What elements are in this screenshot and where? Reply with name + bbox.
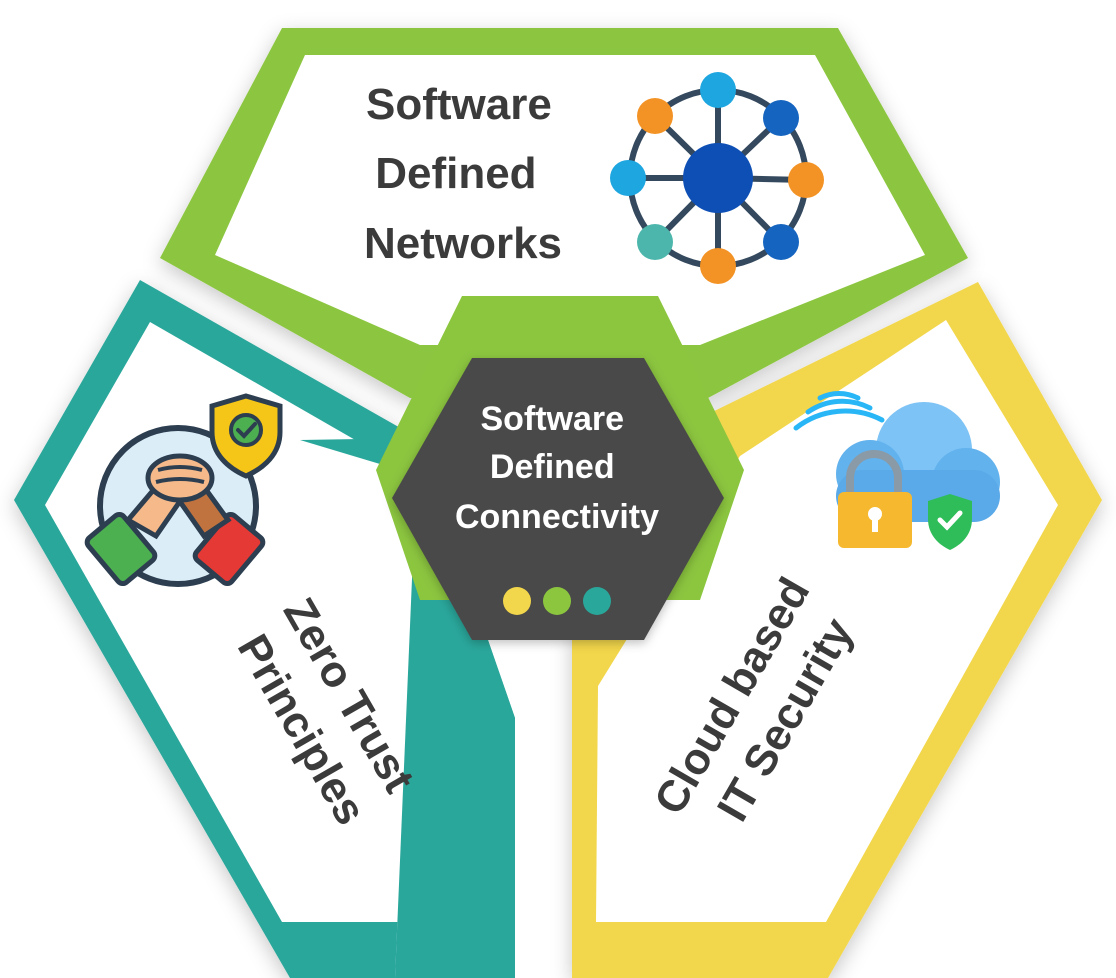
- center-line-3: Connectivity: [455, 498, 659, 536]
- segment-top-line-3: Networks: [364, 219, 562, 268]
- segment-left-inner-edge: [300, 438, 515, 720]
- segment-top-line-2: Defined: [375, 149, 536, 198]
- center-dot-yellow: [503, 587, 531, 615]
- segment-top-line-1: Software: [366, 80, 552, 129]
- center-line-1: Software: [480, 400, 624, 438]
- handshake-shield-icon: [84, 393, 283, 587]
- center-dot-green: [543, 587, 571, 615]
- center-line-2: Defined: [490, 448, 615, 486]
- segment-top-label: Software Defined Networks: [364, 80, 564, 268]
- segment-cloud-it-security: Cloud based IT Security: [572, 282, 1102, 978]
- cloud-lock-icon: [793, 390, 1000, 550]
- center-label: Software Defined Connectivity: [455, 400, 659, 536]
- segment-zero-trust-principles: Zero Trust Principles: [14, 280, 515, 978]
- center-dot-teal: [583, 587, 611, 615]
- segment-top-panel: [215, 55, 925, 345]
- network-hub-icon: [610, 72, 824, 284]
- center-hub: Software Defined Connectivity: [376, 296, 744, 640]
- center-hexagon: [392, 358, 724, 640]
- segment-software-defined-networks: Software Defined Networks: [160, 28, 968, 398]
